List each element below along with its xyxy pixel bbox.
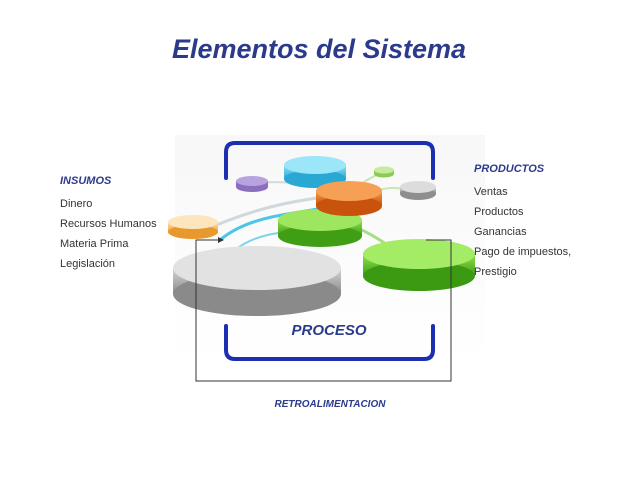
insumos-item: Legislación: [60, 258, 116, 270]
cyan-disk: [284, 156, 346, 188]
productos-item: Ventas: [474, 186, 508, 198]
process-bracket: [224, 141, 435, 361]
insumos-heading: INSUMOS: [60, 175, 112, 187]
peach-disk: [168, 215, 218, 239]
feedback-arrowhead: [218, 237, 224, 243]
gray-small-disk: [400, 181, 436, 200]
insumos-item: Recursos Humanos: [60, 218, 157, 230]
productos-item: Productos: [474, 206, 524, 218]
productos-item: Ganancias: [474, 226, 527, 238]
orange-disk: [316, 181, 382, 216]
large-gray-disk: [173, 246, 341, 316]
small-green-disk: [374, 166, 394, 178]
insumos-list: INSUMOS Dinero Recursos Humanos Materia …: [60, 175, 180, 277]
large-green-disk: [363, 239, 475, 291]
productos-heading: PRODUCTOS: [474, 163, 545, 175]
feedback-loop: [195, 239, 452, 382]
productos-item: Pago de impuestos,: [474, 246, 572, 258]
diagram-title: Elementos del Sistema: [171, 34, 467, 64]
purple-disk: [236, 176, 268, 192]
insumos-item: Materia Prima: [60, 238, 129, 250]
insumos-item: Dinero: [60, 198, 93, 210]
retroalimentacion-label: RETROALIMENTACION: [274, 399, 386, 410]
productos-list: PRODUCTOS Ventas Productos Ganancias Pag…: [474, 163, 614, 285]
productos-item: Prestigio: [474, 266, 517, 278]
proceso-label: PROCESO: [291, 322, 367, 339]
